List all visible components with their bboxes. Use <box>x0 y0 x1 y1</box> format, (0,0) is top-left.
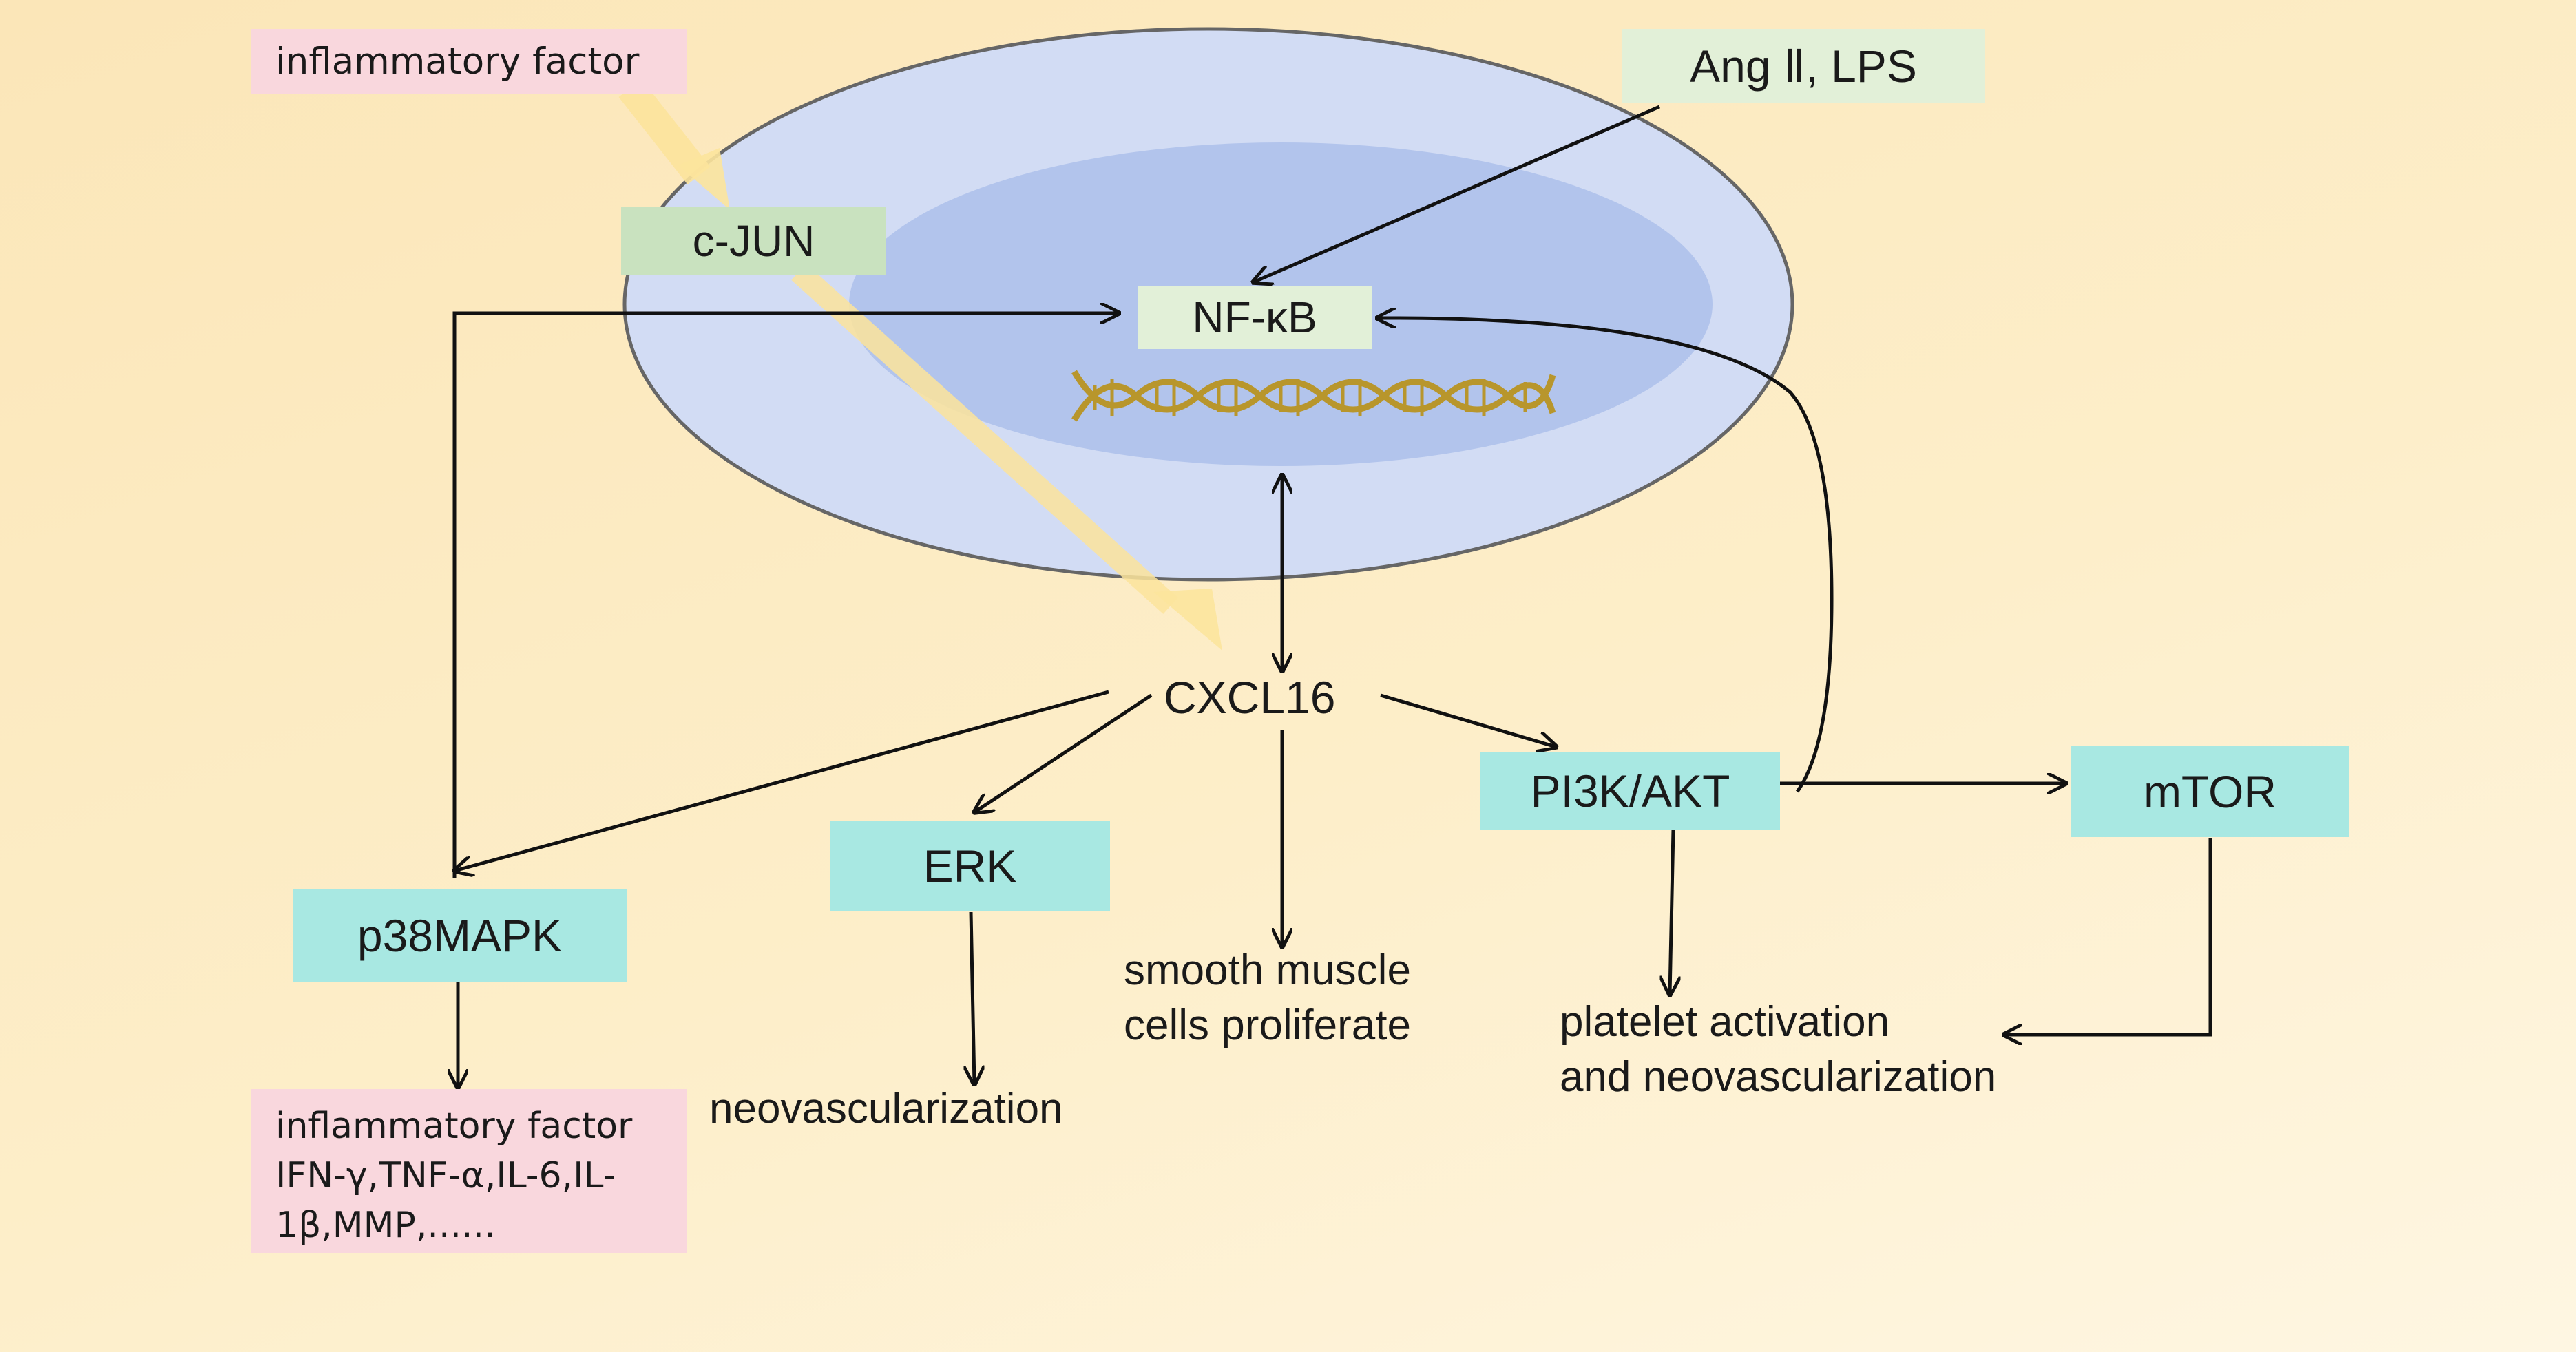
yellow-arrow-cjun-to-cxcl16 <box>791 264 1222 651</box>
p38mapk-label: p38MAPK <box>357 910 563 961</box>
arrow-pi3k-to-nfkb <box>1377 318 1834 793</box>
pi3k-akt-box: PI3K/AKT <box>1480 752 1780 830</box>
cxcl16-label: CXCL16 <box>1164 672 1336 723</box>
c-jun-label: c-JUN <box>692 216 815 266</box>
c-jun-box: c-JUN <box>621 207 886 275</box>
arrow-ang-to-nfkb <box>1253 105 1660 282</box>
nf-kb-label: NF-κB <box>1192 293 1317 342</box>
inflammatory-factor-top-box: inflammatory factor <box>251 29 687 94</box>
dna-helix-icon <box>1071 370 1556 422</box>
nf-kb-box: NF-κB <box>1138 286 1372 349</box>
inflammatory-bottom-line1: inflammatory factor <box>275 1106 633 1147</box>
arrow-cxcl16-to-pi3k <box>1380 693 1556 747</box>
smooth-muscle-line2: cells proliferate <box>1124 1002 1411 1049</box>
mtor-label: mTOR <box>2143 765 2277 817</box>
erk-box: ERK <box>830 821 1110 911</box>
inflammatory-bottom-line3: 1β,MMP,...... <box>275 1205 496 1246</box>
inflammatory-factor-bottom-box: inflammatory factor IFN-γ,TNF-α,IL-6,IL-… <box>251 1089 687 1253</box>
ang-lps-box: Ang Ⅱ, LPS <box>1622 29 1985 103</box>
pi3k-akt-label: PI3K/AKT <box>1530 765 1730 816</box>
platelet-line2: and neovascularization <box>1560 1053 1997 1101</box>
ang-lps-label: Ang Ⅱ, LPS <box>1690 40 1917 92</box>
platelet-activation-label: platelet activation and neovascularizati… <box>1560 995 1996 1105</box>
mtor-box: mTOR <box>2071 746 2349 837</box>
p38mapk-box: p38MAPK <box>293 889 627 982</box>
arrow-pi3k-to-platelet <box>1670 829 1673 995</box>
smooth-muscle-line1: smooth muscle <box>1124 947 1411 994</box>
erk-label: ERK <box>923 841 1017 891</box>
inflammatory-factor-top-label: inflammatory factor <box>275 41 640 83</box>
neovascularization-label: neovascularization <box>709 1085 1063 1132</box>
arrow-erk-to-neovascularization <box>971 911 974 1084</box>
smooth-muscle-label: smooth muscle cells proliferate <box>1124 943 1411 1053</box>
arrow-cxcl16-to-p38 <box>454 690 1109 871</box>
yellow-arrow-inflammatory-to-cjun <box>618 79 730 210</box>
arrow-mtor-to-platelet <box>2004 838 2212 1035</box>
arrow-cxcl16-to-erk <box>974 693 1153 812</box>
platelet-line1: platelet activation <box>1560 998 1890 1046</box>
arrow-p38-to-nfkb <box>452 313 1119 878</box>
inflammatory-bottom-line2: IFN-γ,TNF-α,IL-6,IL- <box>275 1155 616 1196</box>
